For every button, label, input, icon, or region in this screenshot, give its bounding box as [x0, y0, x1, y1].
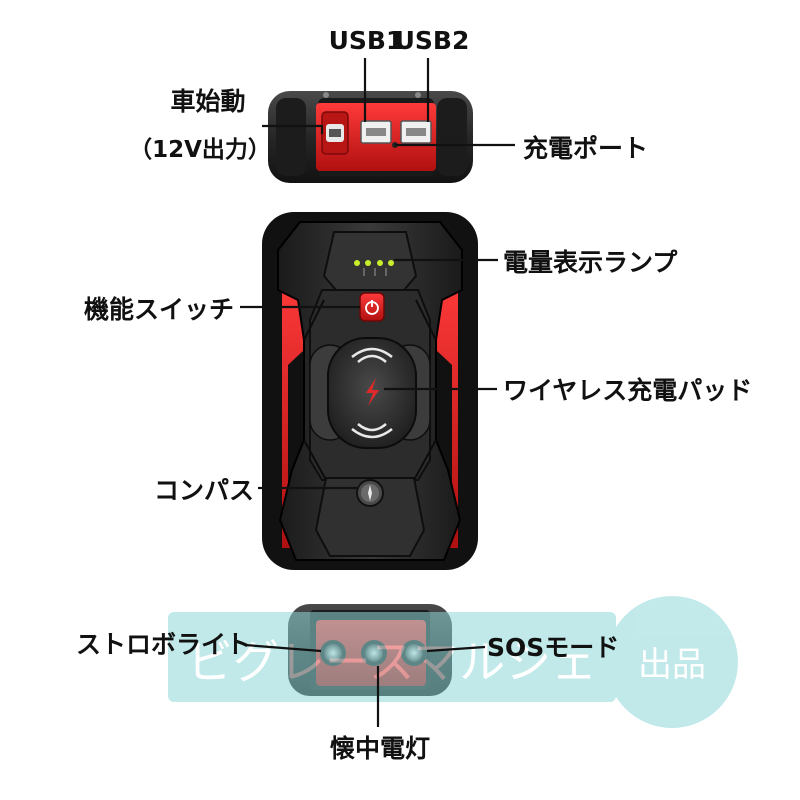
wireless-charging-pad: [327, 337, 417, 449]
label-sos-mode: SOSモード: [487, 633, 619, 662]
top-end-view: [268, 91, 473, 183]
label-function-switch: 機能スイッチ: [84, 295, 234, 324]
jump-start-port: [321, 111, 349, 155]
label-strobe-light: ストロボライト: [76, 630, 251, 659]
labels: USB1 USB2 車始動 （12V出力） 充電ポート 電量表示ランプ 機能スイ…: [76, 26, 752, 763]
compass: [356, 479, 384, 507]
watermark: ビグレースマルシェ 出品: [168, 596, 738, 728]
label-wireless-pad: ワイヤレス充電パッド: [503, 376, 752, 405]
label-usb1: USB1: [329, 26, 404, 55]
usb1-port: [360, 120, 392, 144]
leader-lines: [240, 58, 515, 727]
usb2-port: [400, 120, 432, 144]
label-usb2: USB2: [395, 26, 470, 55]
label-jump-start-sub: （12V出力）: [129, 136, 271, 163]
front-view: [262, 212, 478, 570]
function-switch-button[interactable]: [359, 292, 385, 322]
lightning-icon: [366, 378, 379, 406]
label-jump-start: 車始動: [170, 87, 245, 116]
power-indicator-leds: [354, 260, 394, 276]
label-charge-port: 充電ポート: [523, 134, 648, 163]
compass-needle-icon: [368, 485, 372, 501]
label-compass: コンパス: [154, 476, 254, 505]
label-flashlight: 懐中電灯: [330, 734, 430, 763]
watermark-badge: 出品: [638, 645, 706, 685]
label-power-indicator: 電量表示ランプ: [503, 248, 678, 277]
watermark-text: ビグレースマルシェ: [187, 635, 597, 689]
